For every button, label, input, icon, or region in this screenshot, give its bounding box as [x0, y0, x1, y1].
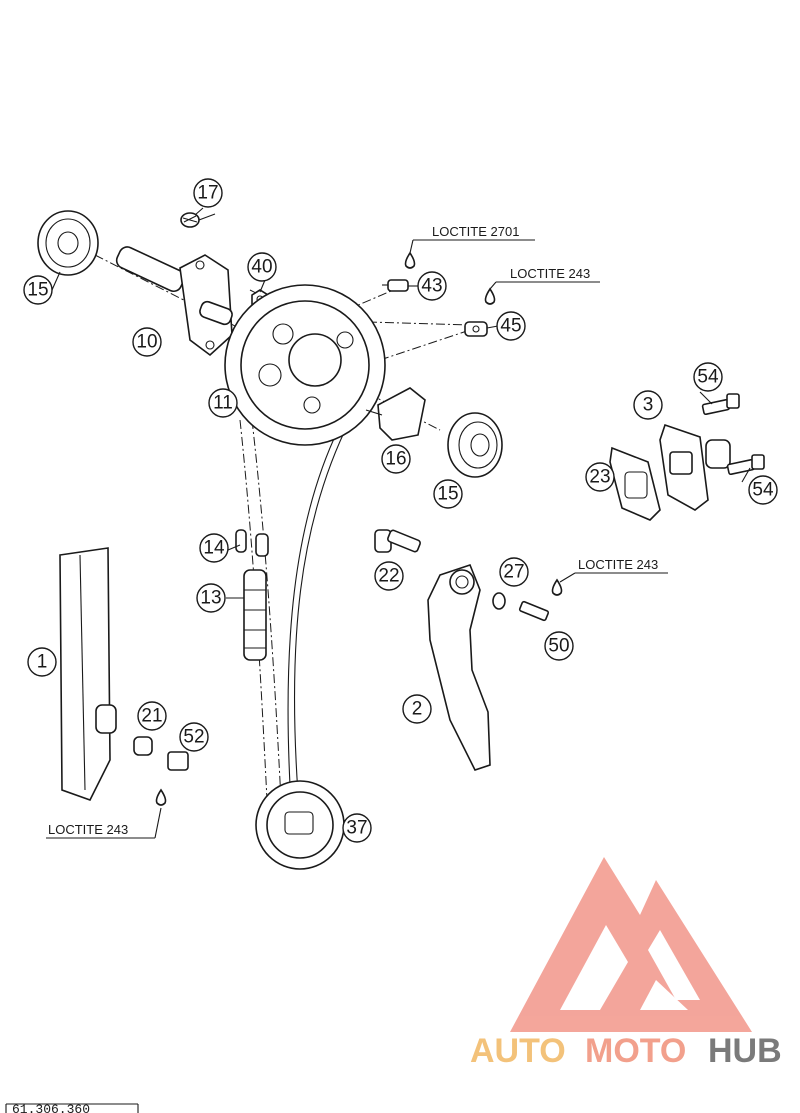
- callout-54b: 54: [748, 475, 778, 505]
- note-loctite-243-left: LOCTITE 243: [48, 822, 128, 837]
- callout-54a: 54: [693, 362, 723, 392]
- callout-43: 43: [417, 271, 447, 301]
- svg-text:16: 16: [385, 449, 406, 470]
- svg-text:14: 14: [203, 538, 225, 559]
- callout-27: 27: [499, 557, 529, 587]
- callout-50: 50: [544, 631, 574, 661]
- guide-bolt: [167, 751, 189, 771]
- callout-1: 1: [27, 647, 57, 677]
- spring: [180, 212, 216, 228]
- callout-17: 17: [193, 178, 223, 208]
- reference-number: 61.306.360: [12, 1102, 90, 1113]
- loctite-droplets: [155, 251, 563, 806]
- callout-15b: 15: [433, 479, 463, 509]
- callout-40: 40: [247, 252, 277, 282]
- watermark-hub: HUB: [708, 1032, 782, 1070]
- watermark-moto: MOTO: [585, 1032, 686, 1070]
- callout-45: 45: [496, 311, 526, 341]
- bearing-left: [37, 210, 99, 276]
- tensioner-rail: [427, 564, 491, 771]
- svg-text:15: 15: [27, 280, 48, 301]
- bearing-right: [447, 412, 503, 478]
- note-loctite-2701: LOCTITE 2701: [432, 224, 519, 239]
- camshaft: [115, 246, 233, 357]
- svg-text:52: 52: [183, 727, 204, 748]
- svg-text:37: 37: [346, 818, 367, 839]
- svg-text:17: 17: [197, 183, 218, 204]
- chain-tensioner: [659, 423, 731, 511]
- svg-text:10: 10: [136, 332, 157, 353]
- callout-16: 16: [381, 444, 411, 474]
- watermark-text: AUTO MOTO HUB: [470, 1032, 782, 1070]
- note-loctite-243-right: LOCTITE 243: [578, 557, 658, 572]
- decompressor: [365, 387, 426, 441]
- callout-14: 14: [199, 533, 229, 563]
- svg-text:3: 3: [643, 395, 654, 416]
- callout-23: 23: [585, 462, 615, 492]
- svg-text:54: 54: [697, 367, 719, 388]
- chain-master-link: [235, 529, 269, 557]
- callout-2: 2: [402, 694, 432, 724]
- callout-3: 3: [633, 390, 663, 420]
- callout-11: 11: [208, 388, 238, 418]
- reference-number-box: 61.306.360: [5, 1102, 139, 1113]
- chain-section: [243, 569, 267, 661]
- svg-text:43: 43: [421, 276, 442, 297]
- svg-text:27: 27: [503, 562, 524, 583]
- watermark-logo: [510, 857, 752, 1032]
- svg-text:23: 23: [589, 467, 610, 488]
- callout-37: 37: [342, 813, 372, 843]
- callout-52: 52: [179, 722, 209, 752]
- bolt-45: [464, 321, 488, 337]
- callout-21: 21: [137, 701, 167, 731]
- callout-13: 13: [196, 583, 226, 613]
- svg-text:22: 22: [378, 566, 399, 587]
- watermark-auto: AUTO: [470, 1032, 566, 1070]
- cam-sprocket: [224, 284, 386, 446]
- tensioner-bolts: [701, 393, 765, 476]
- leader-lines: [46, 207, 751, 839]
- gasket: [609, 446, 661, 521]
- svg-text:54: 54: [752, 480, 774, 501]
- callout-22: 22: [374, 561, 404, 591]
- svg-text:2: 2: [412, 699, 423, 720]
- svg-text:15: 15: [437, 484, 458, 505]
- callout-15a: 15: [23, 275, 53, 305]
- svg-text:13: 13: [200, 588, 221, 609]
- rail-bolt: [518, 600, 550, 622]
- callout-10: 10: [132, 327, 162, 357]
- svg-text:45: 45: [500, 316, 521, 337]
- bolt-43: [382, 279, 409, 292]
- bushing: [133, 736, 153, 756]
- chain-guide-rail: [59, 547, 117, 801]
- crank-sprocket: [255, 780, 345, 870]
- svg-text:50: 50: [548, 636, 569, 657]
- svg-text:11: 11: [213, 393, 233, 414]
- svg-text:1: 1: [37, 652, 48, 673]
- svg-text:40: 40: [251, 257, 272, 278]
- svg-text:21: 21: [141, 706, 162, 727]
- pivot-pin: [374, 529, 421, 553]
- note-loctite-243-top: LOCTITE 243: [510, 266, 590, 281]
- washer: [492, 592, 506, 610]
